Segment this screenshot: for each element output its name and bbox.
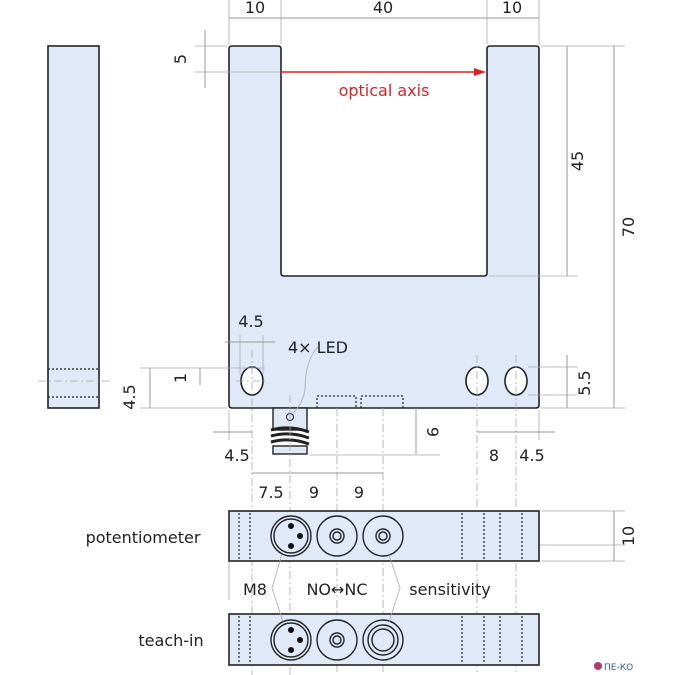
teach-in-label: teach-in: [138, 631, 203, 650]
dim-top-left: 10: [245, 0, 265, 17]
fork-sensor-body: [228, 45, 540, 409]
dim-pitch-2: 9: [354, 483, 364, 502]
dim-connector-length: 9: [423, 427, 442, 437]
dim-right-edge: 4.5: [519, 446, 544, 465]
dim-axis-offset: 5: [171, 54, 190, 64]
svg-text:ПЕ-КО: ПЕ-КО: [604, 663, 633, 673]
optical-axis-label: optical axis: [339, 81, 430, 100]
dim-left-edge: 4.5: [224, 446, 249, 465]
teach-in-view: [228, 613, 540, 666]
dim-pitch-1: 9: [309, 483, 319, 502]
dim-right-hole-pitch: 8: [489, 446, 499, 465]
dim-hole-width: 4.5: [238, 312, 263, 331]
side-view: [47, 45, 100, 409]
potentiometer-view: [228, 510, 540, 562]
dim-hole-height-right: 5.5: [575, 370, 594, 395]
dim-thickness: 10: [619, 526, 638, 546]
no-nc-label: NO↔NC: [306, 580, 367, 599]
dim-slot-width: 40: [373, 0, 393, 17]
dim-top-right: 10: [502, 0, 522, 17]
watermark-logo: ПЕ-КО: [594, 662, 633, 673]
led-label: 4× LED: [288, 338, 348, 357]
dim-slot-depth: 45: [568, 151, 587, 171]
sensitivity-label: sensitivity: [409, 580, 490, 599]
dim-hole-offset: 1: [171, 373, 190, 383]
dim-total-height: 70: [619, 217, 638, 237]
potentiometer-label: potentiometer: [86, 528, 201, 547]
m8-label: M8: [243, 580, 267, 599]
dim-hole-height-left: 4.5: [120, 384, 139, 409]
dim-connector-offset: 7.5: [258, 483, 283, 502]
